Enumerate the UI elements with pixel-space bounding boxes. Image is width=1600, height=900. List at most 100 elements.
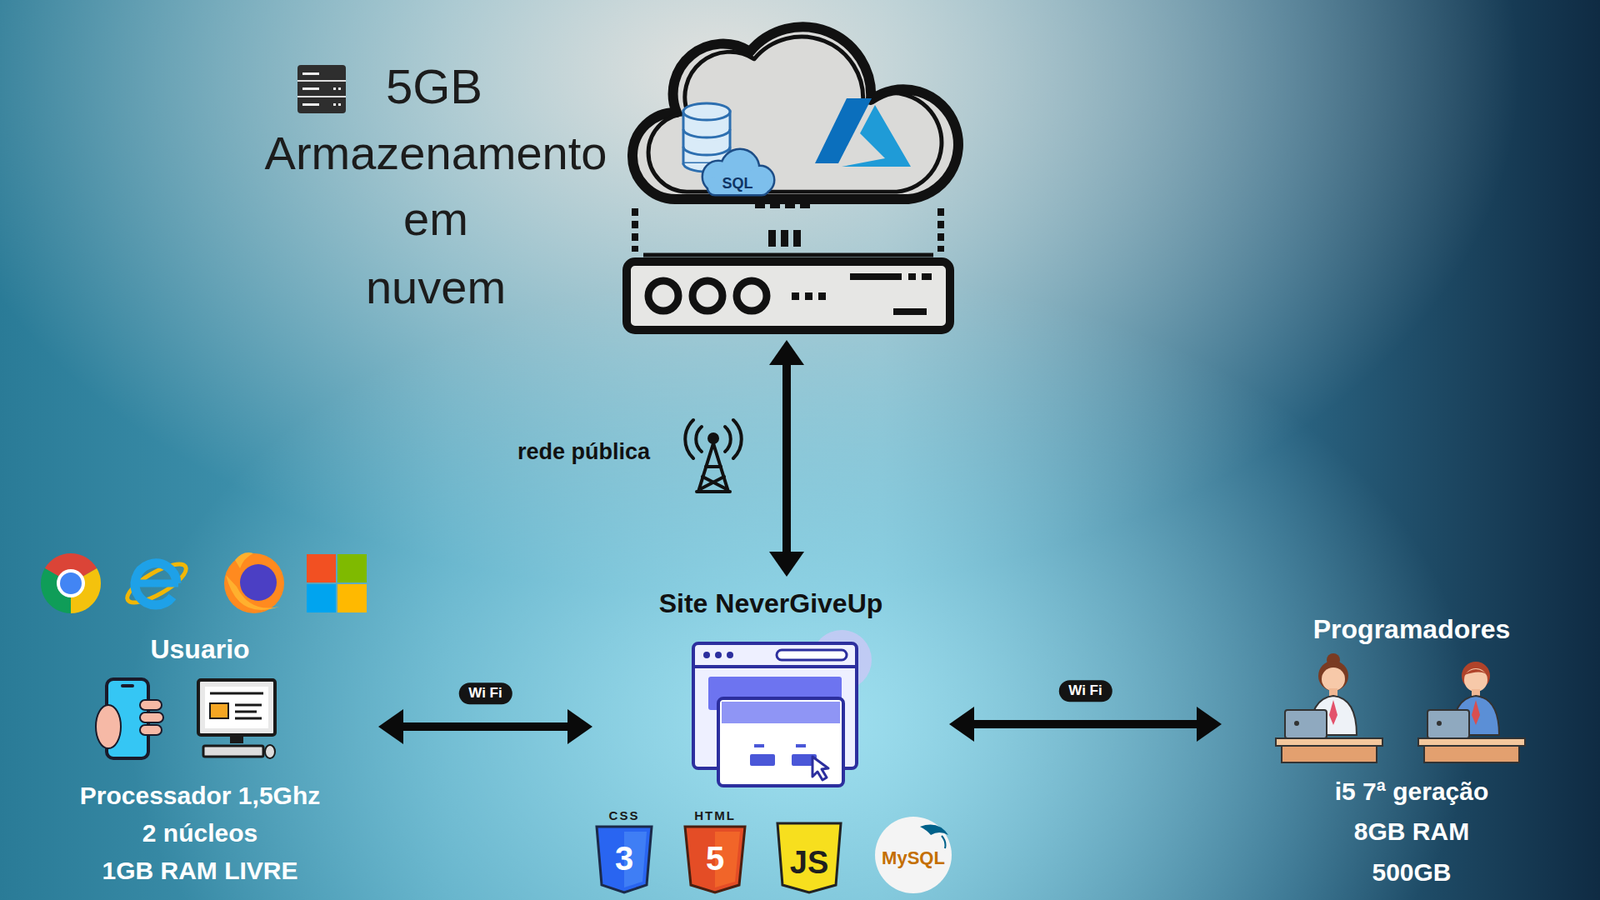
mysql-logo bbox=[941, 835, 946, 849]
ie-logo bbox=[122, 557, 191, 610]
wifi-badge: Wi Fi bbox=[458, 682, 512, 705]
logo-wordmark: MySQL bbox=[881, 847, 945, 869]
antenna-icon bbox=[705, 465, 721, 469]
server-unit bbox=[626, 261, 950, 330]
css-shield bbox=[596, 826, 652, 893]
website-node: Site NeverGiveUp bbox=[595, 583, 946, 792]
cloud-outline bbox=[632, 26, 959, 200]
cloud-server-link bbox=[780, 230, 789, 247]
website-icon bbox=[693, 665, 857, 669]
server-unit bbox=[692, 280, 723, 311]
sql-cloud-icon bbox=[703, 150, 774, 195]
cloud-server-link bbox=[770, 200, 780, 209]
chrome-logo bbox=[60, 572, 82, 595]
logo-glyph: 3 bbox=[615, 839, 634, 878]
double-arrow bbox=[378, 709, 593, 745]
antenna-icon bbox=[685, 420, 742, 492]
desktop-icon bbox=[230, 735, 244, 744]
cloud-server-link bbox=[755, 200, 765, 209]
server-unit bbox=[850, 273, 902, 280]
website-icon bbox=[693, 630, 872, 786]
programmer-figure bbox=[1294, 720, 1300, 726]
antenna-icon bbox=[725, 426, 731, 452]
cloud-server-link bbox=[631, 208, 639, 252]
storage-size: 5GB bbox=[385, 59, 483, 115]
network-label: rede pública bbox=[517, 439, 650, 465]
cloud-server-link bbox=[635, 200, 941, 252]
logo-glyph: JS bbox=[790, 845, 829, 882]
phone-icon bbox=[140, 700, 162, 710]
programmer-figure bbox=[1329, 700, 1338, 725]
chrome-logo bbox=[56, 569, 85, 598]
desktop-icon bbox=[205, 686, 269, 729]
antenna-icon bbox=[701, 476, 725, 489]
desktop-icon bbox=[210, 703, 229, 719]
server-unit bbox=[736, 280, 767, 311]
cloud-server-link bbox=[755, 200, 810, 247]
website-icon bbox=[812, 756, 829, 780]
programmer-figure bbox=[1471, 700, 1480, 725]
antenna-icon bbox=[685, 420, 694, 459]
storage-caption: Armazenamento bbox=[265, 126, 608, 180]
programmer-figure bbox=[1275, 738, 1383, 746]
phone-icon bbox=[120, 684, 135, 688]
phone-icon bbox=[140, 712, 164, 723]
spec-text: 8GB RAM bbox=[1354, 817, 1470, 847]
desktop-icon bbox=[235, 717, 262, 720]
server-icon bbox=[297, 95, 346, 98]
server-unit bbox=[805, 292, 813, 300]
mysql-logo bbox=[875, 816, 952, 894]
website-icon bbox=[715, 651, 722, 659]
desktop-icon bbox=[203, 745, 264, 757]
server-unit bbox=[893, 308, 927, 315]
programmer-figure bbox=[1318, 660, 1349, 691]
cloud-server-link bbox=[937, 208, 945, 252]
site-title: Site NeverGiveUp bbox=[659, 588, 884, 620]
cloud-server-link bbox=[800, 200, 810, 209]
database-icon bbox=[683, 146, 730, 155]
server-icon bbox=[302, 87, 320, 90]
arrow-shaft bbox=[782, 360, 791, 557]
website-icon bbox=[795, 744, 806, 748]
programmers-node: Programadoresi5 7ª geração8GB RAM500GB bbox=[1225, 612, 1575, 892]
website-icon bbox=[721, 701, 840, 724]
server-icon bbox=[333, 103, 336, 106]
desktop-icon bbox=[210, 692, 264, 695]
server-unit bbox=[648, 280, 679, 311]
arrow-shaft bbox=[969, 720, 1202, 729]
firefox-logo bbox=[235, 552, 254, 569]
js-shield bbox=[777, 823, 841, 893]
logo-caption: CSS bbox=[609, 808, 640, 823]
html-shield bbox=[685, 826, 745, 893]
arrow-head bbox=[567, 709, 593, 745]
firefox-logo bbox=[225, 575, 280, 610]
antenna-icon bbox=[695, 426, 702, 452]
website-icon bbox=[750, 754, 775, 766]
azure-logo bbox=[841, 105, 911, 167]
antenna-icon bbox=[733, 420, 742, 459]
mysql-logo bbox=[875, 816, 952, 894]
spec-text: 500GB bbox=[1371, 858, 1451, 888]
server-unit bbox=[791, 292, 800, 300]
website-icon bbox=[703, 651, 710, 659]
spec-text: 1GB RAM LIVRE bbox=[101, 856, 298, 886]
windows-logo bbox=[337, 584, 367, 613]
phone-icon bbox=[95, 705, 121, 749]
logo-caption: HTML bbox=[694, 808, 736, 823]
desktop-icon bbox=[265, 745, 275, 759]
server-icon bbox=[297, 65, 346, 114]
double-arrow bbox=[949, 706, 1222, 742]
desktop-icon bbox=[198, 680, 275, 759]
chrome-logo bbox=[40, 553, 101, 614]
server-unit bbox=[643, 253, 934, 258]
node-heading: Usuario bbox=[150, 634, 250, 665]
arrow-shaft bbox=[398, 722, 573, 731]
arrow-head bbox=[378, 709, 404, 745]
mysql-logo bbox=[920, 825, 949, 835]
windows-logo bbox=[337, 554, 367, 583]
sql-cloud-icon bbox=[703, 150, 774, 195]
node-heading: Programadores bbox=[1313, 614, 1511, 645]
sql-cloud-icon bbox=[703, 150, 774, 195]
programmer-figure bbox=[1471, 689, 1480, 696]
